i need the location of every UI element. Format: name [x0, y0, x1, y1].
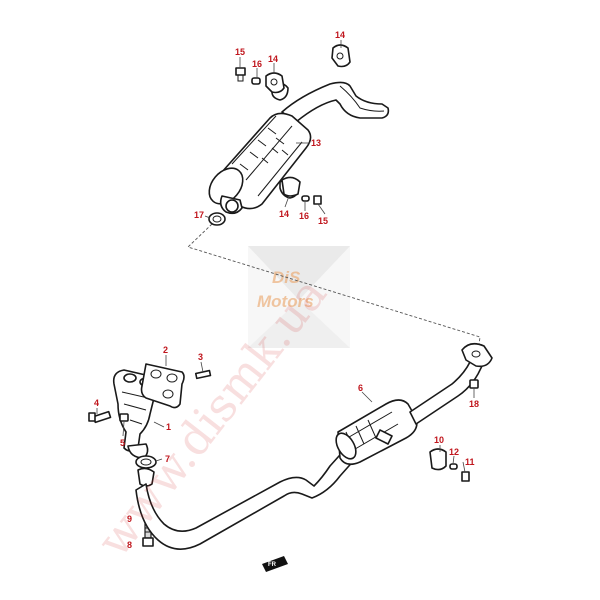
callout-12: 12 — [449, 447, 459, 457]
washer-16-lower — [301, 195, 310, 202]
callout-15: 15 — [318, 216, 328, 226]
callout-9: 9 — [127, 514, 132, 524]
rubber-hanger-14-left — [265, 72, 285, 94]
rubber-hanger-14-lower — [281, 176, 301, 197]
callout-15: 15 — [235, 47, 245, 57]
callout-13: 13 — [311, 138, 321, 148]
bolt-15-upper — [235, 67, 246, 82]
callout-7: 7 — [165, 454, 170, 464]
rubber-hanger-14-top — [331, 44, 351, 68]
front-direction-marker: FR — [262, 556, 288, 572]
callout-17: 17 — [194, 210, 204, 220]
callout-14: 14 — [268, 54, 278, 64]
callout-16: 16 — [299, 211, 309, 221]
callout-14: 14 — [335, 30, 345, 40]
callout-3: 3 — [198, 352, 203, 362]
gasket-ring-17 — [208, 212, 226, 226]
callout-labels: 14 15 16 14 13 14 16 15 17 2 3 4 5 1 6 7… — [94, 30, 479, 550]
washer-12 — [449, 463, 458, 470]
nut-5 — [119, 413, 129, 422]
rubber-hanger-10 — [429, 448, 447, 471]
callout-8: 8 — [127, 540, 132, 550]
callout-6: 6 — [358, 383, 363, 393]
callout-2: 2 — [163, 345, 168, 355]
stud-3 — [194, 369, 212, 380]
leader-lines — [96, 40, 475, 473]
callout-5: 5 — [120, 438, 125, 448]
exhaust-pipe-assembly-6 — [135, 342, 493, 550]
bolt-15-lower — [313, 195, 322, 205]
callout-16: 16 — [252, 59, 262, 69]
callout-1: 1 — [166, 422, 171, 432]
logo-line2: Motors — [257, 292, 314, 311]
washer-16-upper — [251, 77, 261, 85]
nut-18 — [469, 379, 479, 389]
callout-11: 11 — [465, 457, 475, 467]
bolt-4 — [88, 410, 112, 424]
manifold-gasket-2 — [140, 363, 185, 409]
callout-18: 18 — [469, 399, 479, 409]
bolt-11 — [461, 471, 470, 482]
fr-marker-text: FR — [268, 562, 277, 568]
bolt-8 — [142, 537, 154, 547]
callout-14: 14 — [279, 209, 289, 219]
callout-4: 4 — [94, 398, 99, 408]
callout-10: 10 — [434, 435, 444, 445]
